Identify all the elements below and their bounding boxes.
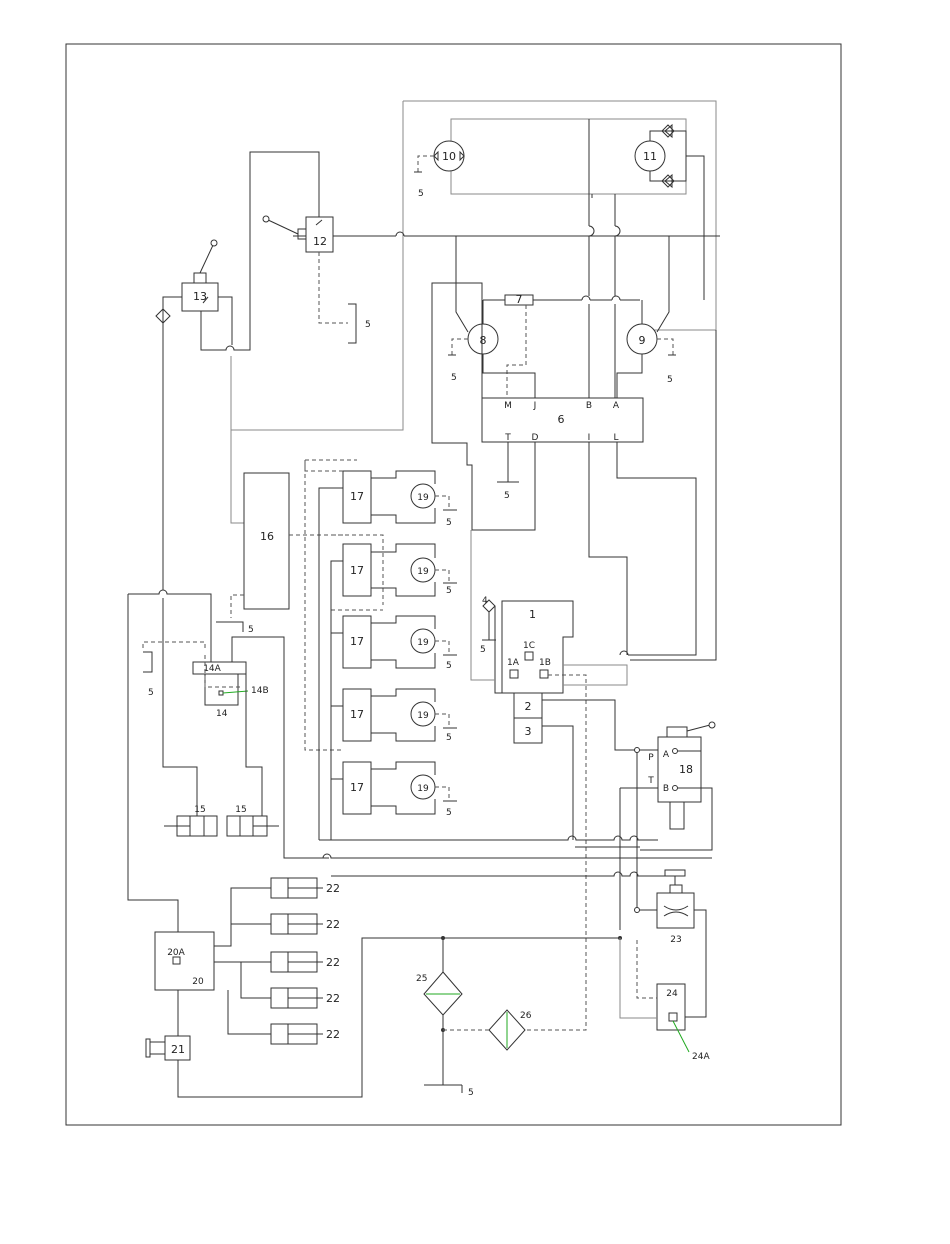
motor-9: 9 — [627, 324, 657, 354]
label-24: 24 — [666, 989, 678, 999]
port-i: I — [588, 433, 591, 443]
tank-label: 5 — [446, 518, 452, 528]
label-15: 15 — [235, 805, 246, 815]
cylinder-15-right: 15 — [227, 805, 279, 836]
tank-label: 5 — [451, 373, 457, 383]
tank-label: 5 — [480, 645, 486, 655]
label-14a: 14A — [203, 664, 221, 674]
motor-8: 8 — [468, 324, 498, 354]
label-16: 16 — [260, 530, 274, 543]
label-6: 6 — [558, 413, 565, 426]
label-1c: 1C — [523, 641, 535, 651]
label-25: 25 — [416, 974, 427, 984]
tank-label: 5 — [468, 1088, 474, 1098]
port-m: M — [504, 401, 512, 411]
label-9: 9 — [639, 334, 646, 347]
port-t: T — [647, 776, 654, 786]
label-14b: 14B — [251, 686, 269, 696]
port-a: A — [663, 750, 670, 760]
valve-6: 6 M J B A T D I L — [482, 398, 643, 443]
valve-23: 23 — [657, 870, 694, 945]
tank-label: 5 — [446, 661, 452, 671]
tank-label: 5 — [365, 320, 371, 330]
label-14: 14 — [216, 709, 228, 719]
port-p: P — [648, 753, 654, 763]
tank-label: 5 — [446, 586, 452, 596]
tank-label: 5 — [248, 625, 254, 635]
label-13: 13 — [193, 290, 207, 303]
port-j: J — [533, 401, 537, 411]
label-22: 22 — [326, 882, 340, 895]
cylinder-15-left: 15 — [164, 805, 217, 836]
label-4: 4 — [482, 596, 488, 606]
label-22: 22 — [326, 956, 340, 969]
port-b: B — [586, 401, 592, 411]
label-21: 21 — [171, 1043, 185, 1056]
label-17: 17 — [350, 490, 364, 503]
label-17: 17 — [350, 781, 364, 794]
label-7: 7 — [516, 293, 523, 306]
label-19: 19 — [417, 784, 429, 794]
label-1b: 1B — [539, 658, 551, 668]
label-12: 12 — [313, 235, 327, 248]
label-19: 19 — [417, 567, 429, 577]
label-1: 1 — [529, 608, 536, 621]
valve-1: 1 1C 1A 1B — [502, 601, 573, 693]
label-10: 10 — [442, 150, 456, 163]
tank-label: 5 — [667, 375, 673, 385]
port-b: B — [663, 784, 669, 794]
filter-25: 25 — [416, 972, 462, 1015]
cylinder-22-group — [271, 878, 323, 1044]
label-3: 3 — [525, 725, 532, 738]
label-20: 20 — [192, 977, 204, 987]
valve-20: 20A 20 — [155, 932, 214, 990]
tank-label: 5 — [418, 189, 424, 199]
label-19: 19 — [417, 638, 429, 648]
valve-12: 12 — [263, 216, 333, 252]
valve-13: 13 — [182, 240, 218, 311]
label-18: 18 — [679, 763, 693, 776]
pump-21: 21 — [146, 1036, 190, 1060]
label-24a: 24A — [692, 1052, 710, 1062]
motor-11: 11 — [589, 119, 704, 300]
cylinder-14: 14A 14B 14 — [193, 662, 269, 719]
label-1a: 1A — [507, 658, 520, 668]
label-23: 23 — [670, 935, 681, 945]
label-2: 2 — [525, 700, 532, 713]
port-a: A — [613, 401, 620, 411]
label-17: 17 — [350, 708, 364, 721]
filter-26: 26 — [489, 1010, 532, 1050]
port-l: L — [613, 433, 618, 443]
tank-label: 5 — [148, 688, 154, 698]
tank-label: 5 — [446, 733, 452, 743]
motor-10: 10 — [434, 119, 589, 194]
label-22: 22 — [326, 918, 340, 931]
label-22: 22 — [326, 1028, 340, 1041]
label-19: 19 — [417, 711, 429, 721]
valve-18: 18 A B P T — [647, 722, 715, 829]
port-d: D — [532, 433, 539, 443]
tank-label: 5 — [446, 808, 452, 818]
valve-24: 24 24A — [657, 984, 710, 1062]
label-15: 15 — [194, 805, 205, 815]
label-17: 17 — [350, 635, 364, 648]
label-11: 11 — [643, 150, 657, 163]
label-8: 8 — [480, 334, 487, 347]
port-t: T — [504, 433, 511, 443]
label-17: 17 — [350, 564, 364, 577]
label-19: 19 — [417, 493, 429, 503]
tank-label: 5 — [504, 491, 510, 501]
label-22: 22 — [326, 992, 340, 1005]
label-26: 26 — [520, 1011, 532, 1021]
